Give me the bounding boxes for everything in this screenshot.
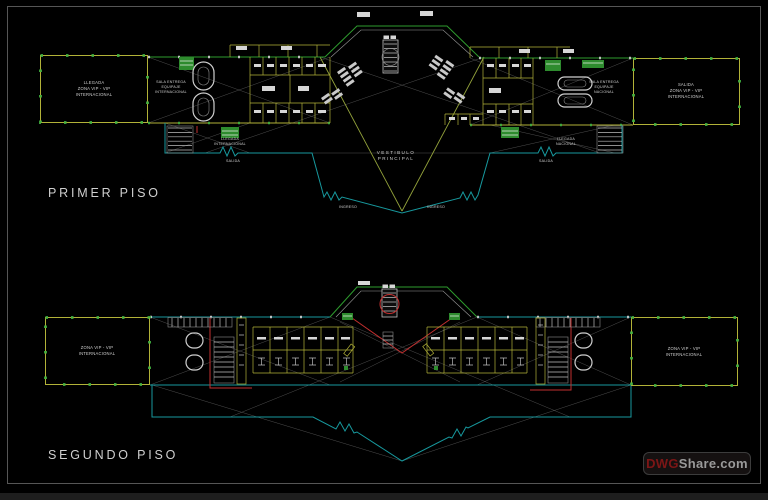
room-grid-right — [444, 58, 534, 125]
boarding-pier-outline — [324, 25, 480, 58]
furniture-right-grid — [449, 64, 531, 120]
baggage-carousel-national — [557, 76, 593, 108]
stairs-right — [596, 125, 624, 154]
door-label: INGRESO — [339, 205, 357, 209]
room-label: INTERNACIONAL — [214, 142, 246, 146]
pier-outline-floor2 — [329, 286, 478, 318]
room-label: INTERNACIONAL — [79, 351, 116, 356]
seating-rows-right-upper — [428, 54, 455, 80]
escalator-floor1 — [381, 35, 400, 74]
room-label: ZONA VIP - VIP — [81, 345, 114, 350]
shop-desks-left — [257, 337, 350, 340]
room-label: INTERNACIONAL — [666, 352, 703, 357]
room-label: INTERNACIONAL — [155, 90, 187, 94]
room-label-vestibulo: PRINCIPAL — [378, 156, 415, 161]
escalator-loops-floor2 — [185, 332, 593, 371]
sheet-border — [7, 6, 761, 484]
shop-desks-right — [431, 337, 524, 340]
room-label: SALA ENTREGA — [156, 80, 186, 84]
room-label: SALIDA — [678, 82, 694, 87]
shop-grid-right — [426, 326, 528, 374]
room-llegada-vip: LLEGADA ZONA VIP - VIP INTERNACIONAL — [39, 54, 149, 124]
room-label: ZONA VIP - VIP — [78, 86, 111, 91]
stairs-left — [166, 125, 198, 154]
green-hatch-blocks-floor1 — [179, 57, 604, 138]
floor1-labels: SALA ENTREGA EQUIPAJE INTERNACIONAL SALA… — [155, 80, 619, 209]
boarding-pier-inner — [330, 29, 474, 58]
ground-floor-outline — [164, 123, 623, 214]
room-zona-vip-right: ZONA VIP - VIP INTERNACIONAL — [630, 316, 739, 387]
mezzanine-void-outline — [209, 317, 572, 391]
door-label: SALIDA — [539, 159, 553, 163]
fixtures-floor2 — [358, 281, 370, 285]
walkway-strips — [167, 317, 601, 328]
room-zona-vip-left: ZONA VIP - VIP INTERNACIONAL — [44, 316, 151, 386]
cart-left — [343, 343, 356, 357]
room-label: LLEGADA — [221, 137, 239, 141]
room-salida-vip: SALIDA ZONA VIP - VIP INTERNACIONAL — [632, 57, 741, 126]
shop-tables-right — [432, 357, 524, 366]
room-label: ZONA VIP - VIP — [668, 346, 701, 351]
seating-rows-left-upper — [337, 61, 363, 87]
green-hatch-blocks-floor2 — [342, 313, 460, 370]
room-grid-left — [249, 57, 331, 123]
floor1-plan: LLEGADA ZONA VIP - VIP INTERNACIONAL SAL… — [39, 11, 741, 214]
shop-tables-left — [258, 357, 350, 366]
cart-right — [422, 343, 435, 357]
room-label: EQUIPAJE — [161, 85, 181, 89]
floor2-title: SEGUNDO PISO — [48, 448, 178, 462]
band-top-walls — [148, 56, 633, 59]
photo-edge-strip — [0, 493, 768, 500]
room-label: LLEGADA — [84, 80, 105, 85]
seating-rows-right-lower — [443, 87, 466, 104]
room-label: ZONA VIP - VIP — [670, 88, 703, 93]
room-label: INTERNACIONAL — [76, 92, 113, 97]
floor2-plan: ZONA VIP - VIP INTERNACIONAL ZONA VIP - … — [44, 281, 739, 462]
room-label-vestibulo: VESTIBULO — [377, 150, 415, 155]
escalator-floor2 — [379, 284, 400, 349]
door-label: INGRESO — [427, 205, 445, 209]
corridor-strips-floor2 — [236, 317, 546, 385]
room-label: INTERNACIONAL — [668, 94, 705, 99]
baggage-carousel-international — [192, 61, 215, 122]
lower-outline-floor2 — [151, 385, 632, 462]
room-label: NACIONAL — [594, 90, 614, 94]
room-label: EQUIPAJE — [594, 85, 614, 89]
shop-grid-left — [252, 326, 354, 374]
vestibule-triangle-walls — [319, 56, 485, 212]
watermark-brand-rest: Share.com — [678, 456, 748, 471]
stair-stacks-floor2 — [213, 336, 569, 384]
watermark-brand-red: DWG — [646, 456, 679, 471]
floor1-title: PRIMER PISO — [48, 186, 161, 200]
room-label: NACIONAL — [556, 142, 576, 146]
seating-rows-left-lower — [321, 88, 344, 105]
construction-lines-floor1 — [147, 56, 634, 154]
room-label: LLEGADA — [557, 137, 575, 141]
column-ticks-bottom — [148, 121, 633, 127]
furniture-left-grid — [254, 64, 326, 113]
pier-inner-floor2 — [335, 290, 472, 318]
door-label: SALIDA — [226, 159, 240, 163]
room-label: SALA ENTREGA — [589, 80, 619, 84]
